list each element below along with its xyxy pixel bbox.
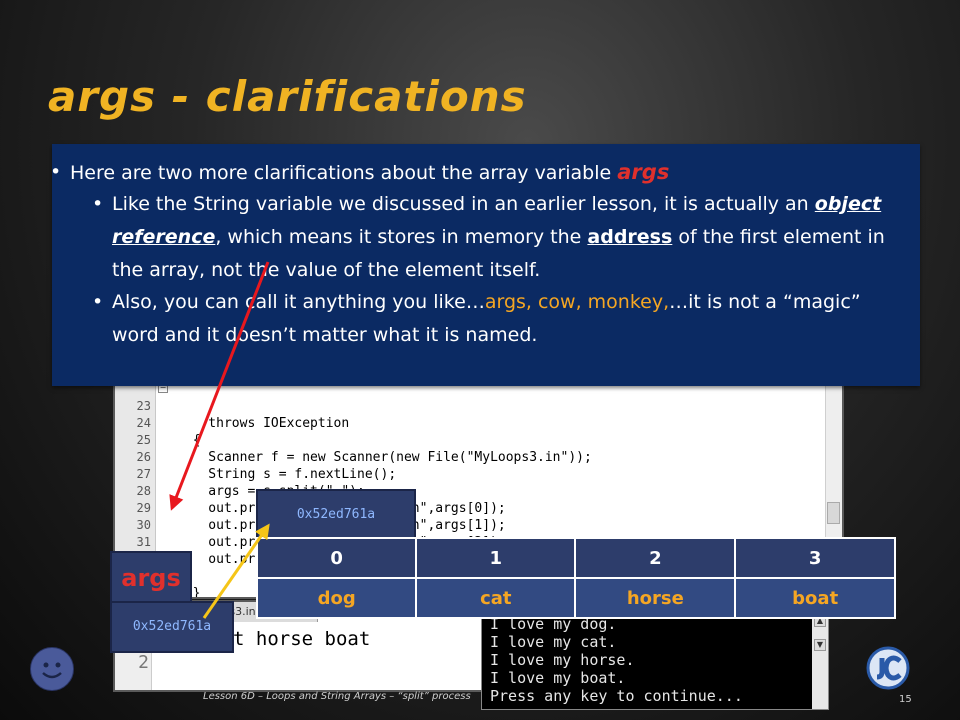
slide-title: args - clarifications <box>48 72 527 121</box>
code-line: 27 args = s.split(" "); <box>115 449 842 499</box>
line-number: 23 <box>136 399 151 413</box>
code-line: 30 out.printf("I love my %s.\n",args[2])… <box>115 500 842 550</box>
bullet-dot-icon: • <box>50 161 62 183</box>
console-output-line: I love my horse. <box>490 651 635 669</box>
scrollbar-thumb[interactable] <box>827 502 840 524</box>
console-window: I love my dog. I love my cat. I love my … <box>481 612 829 710</box>
line-number: 24 <box>136 416 151 430</box>
console-output-line: I love my cat. <box>490 633 617 651</box>
code-line: 24 { <box>115 398 842 448</box>
line-number: 27 <box>136 467 151 481</box>
file-content: t horse boat <box>233 628 371 650</box>
console-output-line: I love my boat. <box>490 669 626 687</box>
array-value: cat <box>415 577 577 619</box>
line-number: 25 <box>136 433 151 447</box>
array-diagram: 0 1 2 3 dog cat horse boat <box>255 537 896 619</box>
console-output-line: Press any key to continue... <box>490 687 743 705</box>
array-index: 0 <box>255 537 418 579</box>
line-number: 30 <box>136 518 151 532</box>
address-term: address <box>587 226 673 248</box>
scroll-down-icon[interactable]: ▼ <box>814 639 826 651</box>
array-index-row: 0 1 2 3 <box>255 537 896 579</box>
line-number: 28 <box>136 484 151 498</box>
array-index: 1 <box>415 537 577 579</box>
clarification-callout: • Here are two more clarifications about… <box>50 144 920 386</box>
code-text: Scanner f = new Scanner(new File("MyLoop… <box>177 450 592 465</box>
console-output-line: I love my dog. <box>490 615 617 633</box>
code-line: 26 String s = f.nextLine(); <box>115 432 842 482</box>
object-reference-term: object reference <box>112 193 882 248</box>
line-number: 2 <box>138 652 149 673</box>
array-value: dog <box>255 577 418 619</box>
array-index: 3 <box>734 537 896 579</box>
code-text: } <box>192 586 201 599</box>
bullet-text: Also, you can call it anything you like… <box>112 291 485 313</box>
bullet-naming: • Also, you can call it anything you lik… <box>92 286 904 352</box>
bullet-object-reference: • Like the String variable we discussed … <box>92 188 904 287</box>
args-variable-label: args <box>110 551 192 605</box>
code-line: 28 out.printf("I love my %s.\n",args[0])… <box>115 466 842 516</box>
code-line: 25 Scanner f = new Scanner(new File("MyL… <box>115 415 842 465</box>
array-address-box: 0x52ed761a <box>256 489 416 541</box>
bullet-dot-icon: • <box>92 193 104 215</box>
smiley-icon <box>30 647 74 691</box>
line-number: 31 <box>136 535 151 549</box>
jc-logo-icon <box>866 646 910 690</box>
vertical-scrollbar[interactable] <box>825 357 842 597</box>
array-value-row: dog cat horse boat <box>255 577 896 619</box>
array-index: 2 <box>574 537 737 579</box>
example-names: args, cow, monkey, <box>484 291 670 313</box>
bullet-text: , which means it stores in memory the <box>215 226 588 248</box>
args-keyword: args <box>617 160 670 184</box>
bullet-main-text: Here are two more clarifications about t… <box>70 162 618 184</box>
slide-footer: Lesson 6D – Loops and String Arrays – “s… <box>203 691 471 702</box>
args-address-box: 0x52ed761a <box>110 601 234 653</box>
bullet-dot-icon: • <box>92 291 104 313</box>
code-line: 31 out.printf("I love my %s.\n",args[3])… <box>115 517 842 567</box>
bullet-main: • Here are two more clarifications about… <box>50 158 910 187</box>
line-number: 26 <box>136 450 151 464</box>
bullet-text: Like the String variable we discussed in… <box>112 193 815 215</box>
array-value: boat <box>734 577 896 619</box>
console-scrollbar[interactable]: ▲ ▼ <box>812 613 828 709</box>
line-number: 29 <box>136 501 151 515</box>
array-value: horse <box>574 577 737 619</box>
code-line: 29 out.printf("I love my %s.\n",args[1])… <box>115 483 842 533</box>
page-number: 15 <box>899 694 912 705</box>
